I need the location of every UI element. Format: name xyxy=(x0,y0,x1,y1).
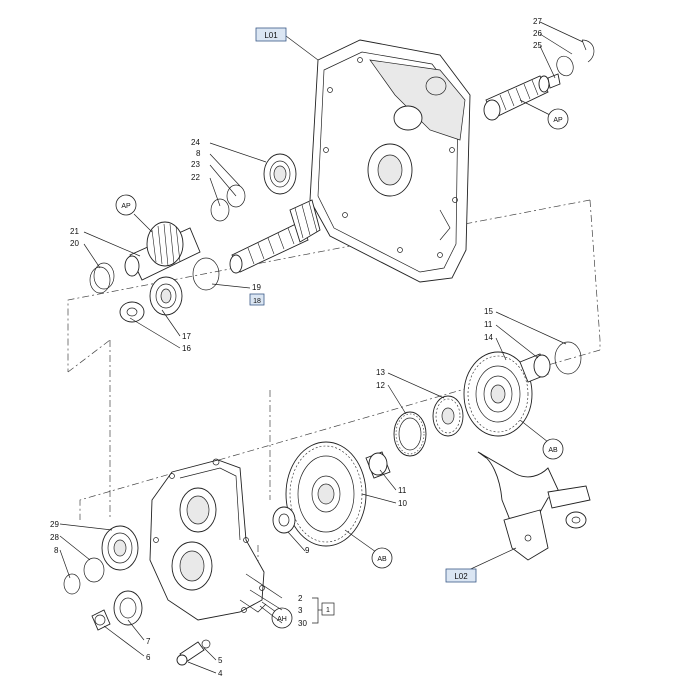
callout-7: 7 xyxy=(146,637,151,646)
callout-15: 15 xyxy=(484,307,493,316)
lower-left-parts xyxy=(63,525,211,666)
callout-30: 30 xyxy=(298,619,307,628)
lower-housing xyxy=(149,458,267,621)
housing-cover xyxy=(309,39,471,283)
callout-5: 5 xyxy=(218,656,223,665)
ref-box-l01: L01 xyxy=(255,27,287,42)
large-gear xyxy=(272,441,367,547)
callout-19: 19 xyxy=(252,283,261,292)
ref-box-l02: L02 xyxy=(445,568,477,583)
callout-25: 25 xyxy=(533,41,542,50)
ref-box-text: L02 xyxy=(454,572,468,581)
callout-6: 6 xyxy=(146,653,151,662)
leader-lines xyxy=(59,35,567,674)
circle-callout-ab-right: AB xyxy=(519,419,564,460)
callout-13: 13 xyxy=(376,368,385,377)
callout-24: 24 xyxy=(191,138,200,147)
ref-box-1: 1 xyxy=(321,602,335,616)
callout-numbers: 27 26 25 24 8 23 22 21 20 19 17 16 15 11… xyxy=(50,17,542,678)
ref-box-text: 18 xyxy=(253,298,261,305)
callout-27: 27 xyxy=(533,17,542,26)
callout-11b: 11 xyxy=(398,486,407,495)
ref-box-18: 18 xyxy=(249,293,265,306)
right-gear-stack xyxy=(365,341,582,479)
circle-callout-ah: AH xyxy=(261,601,293,629)
circle-callout-ab-center: AB xyxy=(344,529,393,569)
circle-text: AH xyxy=(277,616,287,623)
output-shaft xyxy=(483,21,595,121)
callout-28: 28 xyxy=(50,533,59,542)
callout-22: 22 xyxy=(191,173,200,182)
callout-2: 2 xyxy=(298,594,303,603)
ref-box-text: L01 xyxy=(264,31,278,40)
circle-text: AB xyxy=(548,447,558,454)
callout-29: 29 xyxy=(50,520,59,529)
callout-17: 17 xyxy=(182,332,191,341)
circle-callout-ap-left: AP xyxy=(115,194,153,233)
callout-10: 10 xyxy=(398,499,407,508)
callout-8b: 8 xyxy=(54,546,59,555)
callout-4: 4 xyxy=(218,669,223,678)
circle-text: AP xyxy=(121,203,131,210)
callout-16: 16 xyxy=(182,344,191,353)
input-gear-assembly xyxy=(89,153,321,323)
shift-fork xyxy=(477,451,591,561)
circle-text: AP xyxy=(553,117,563,124)
circle-text: AB xyxy=(377,556,387,563)
callout-1: 1 xyxy=(326,607,330,614)
callout-20: 20 xyxy=(70,239,79,248)
callout-23: 23 xyxy=(191,160,200,169)
callout-9: 9 xyxy=(305,546,310,555)
circle-callout-ap-top: AP xyxy=(519,99,569,130)
callout-11a: 11 xyxy=(484,320,493,329)
callout-21: 21 xyxy=(70,227,79,236)
callout-12: 12 xyxy=(376,381,385,390)
callout-26: 26 xyxy=(533,29,542,38)
callout-8a: 8 xyxy=(196,149,201,158)
callout-3: 3 xyxy=(298,606,303,615)
callout-14: 14 xyxy=(484,333,493,342)
